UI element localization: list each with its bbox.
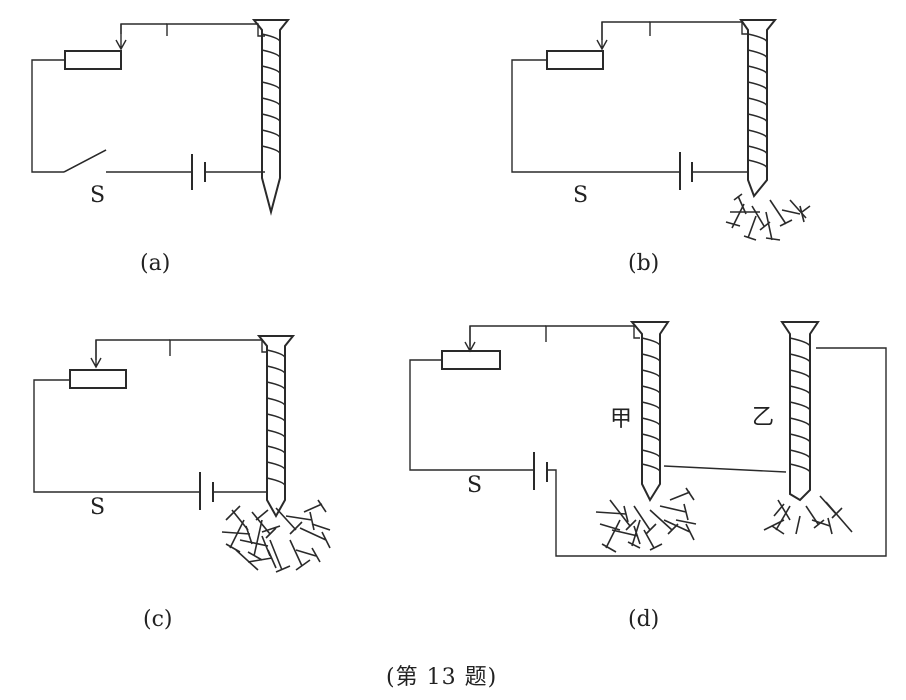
circuit-wires xyxy=(33,339,268,493)
switch-label: S xyxy=(573,183,588,208)
nail xyxy=(251,19,291,216)
panel-caption: (c) xyxy=(143,607,173,632)
circuit-wires xyxy=(409,325,887,557)
battery xyxy=(199,472,214,510)
tacks xyxy=(221,499,331,573)
switch xyxy=(63,149,107,173)
rheostat xyxy=(546,50,604,70)
panel-c: S (c) xyxy=(33,335,331,632)
panel-b: S (b) xyxy=(511,19,811,276)
nail-yi xyxy=(780,321,820,502)
nail xyxy=(256,335,296,519)
battery xyxy=(679,152,693,190)
switch-label: S xyxy=(90,183,105,208)
figure-caption: (第 13 题) xyxy=(386,665,497,690)
battery xyxy=(191,154,206,190)
slider-arrow xyxy=(464,326,476,353)
circuit-wires xyxy=(511,21,748,173)
nail xyxy=(739,19,778,198)
rheostat xyxy=(441,350,501,370)
rheostat xyxy=(64,50,122,70)
rheostat xyxy=(69,369,127,389)
nail-jia xyxy=(629,321,670,503)
tacks-jia xyxy=(595,487,697,553)
panel-caption: (b) xyxy=(628,251,659,276)
slider-arrow xyxy=(596,22,608,51)
nail-label-yi: 乙 xyxy=(752,405,774,430)
nail-label-jia: 甲 xyxy=(610,407,632,432)
circuit-wires xyxy=(31,23,265,173)
slider-arrow xyxy=(90,340,102,369)
battery xyxy=(533,452,548,490)
panel-d: 甲 乙 S (d) xyxy=(409,321,887,632)
switch-label: S xyxy=(467,473,482,498)
panel-caption: (a) xyxy=(140,251,170,276)
tacks-yi xyxy=(763,495,853,535)
switch-label: S xyxy=(90,495,105,520)
slider-arrow xyxy=(115,24,127,51)
panel-caption: (d) xyxy=(628,607,659,632)
tacks xyxy=(725,193,811,241)
panel-a: S (a) xyxy=(31,19,291,276)
